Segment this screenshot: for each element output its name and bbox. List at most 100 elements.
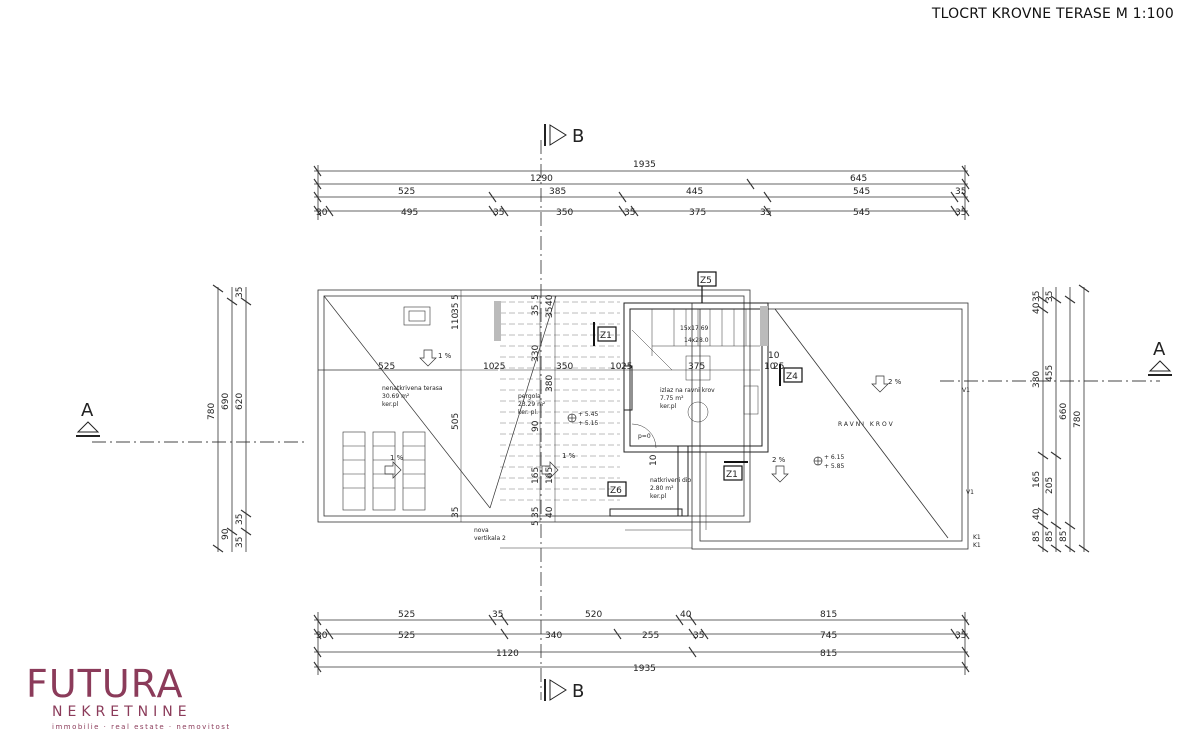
dim-top-1290: 1290 — [530, 174, 553, 184]
left-dimension-lines — [212, 284, 252, 553]
vertical-dimension-texts: 780 690 620 35 90 35 35 35 40 35 380 455… — [207, 287, 1083, 548]
dim-bot-1935: 1935 — [633, 664, 656, 674]
slope-roof: 2 % — [888, 378, 902, 386]
dim-right-40b: 40 — [1032, 508, 1042, 520]
pergola-area: 23.29 m² — [518, 401, 546, 408]
pergola-floor: ker. pl. — [518, 409, 538, 416]
dim-bot-815: 815 — [820, 610, 837, 620]
dim-right-165: 165 — [1032, 471, 1042, 488]
exit-floor: ker.pl — [660, 403, 677, 410]
dim-in-35b: 35 — [531, 305, 541, 316]
dim-in-375: 375 — [688, 362, 705, 372]
z-marker-texts: Z1 Z5 Z4 Z1 Z6 — [600, 276, 798, 496]
slope-arrows — [384, 349, 889, 483]
dim-in-110: 110 — [451, 313, 461, 330]
room-labels: nenatkrivena terasa 30.69 m² ker.pl perg… — [382, 325, 893, 542]
dim-top-35a: 35 — [493, 208, 504, 218]
section-a-right-letter: A — [1153, 339, 1166, 360]
dim-top-1935: 1935 — [633, 160, 656, 170]
dim-in-40: 40 — [545, 294, 555, 306]
exit-name: izlaz na ravni krov — [660, 387, 715, 394]
slope-pergola: 1 % — [562, 452, 576, 460]
slope-texts: 1 % 1 % 2 % 2 % 1 % — [390, 352, 902, 464]
dim-bot-30: 30 — [316, 631, 328, 641]
dim-left-35c: 35 — [235, 537, 245, 548]
deck-chairs — [342, 306, 431, 511]
dim-top-35c: 35 — [760, 208, 771, 218]
dim-in-10d: 10 — [768, 351, 780, 361]
dim-top-385: 385 — [549, 187, 566, 197]
vertical-label-2: vertikala 2 — [474, 535, 506, 542]
drawing-title: TLOCRT KROVNE TERASE M 1:100 — [931, 6, 1174, 22]
dim-top-495: 495 — [401, 208, 418, 218]
dim-right-85b: 85 — [1045, 531, 1055, 542]
level-pergola-top: + 5.45 — [578, 411, 598, 418]
dim-top-350: 350 — [556, 208, 573, 218]
slope-roof-bottom: 2 % — [772, 456, 786, 464]
dim-right-205: 205 — [1045, 477, 1055, 494]
section-b-top-letter: B — [572, 126, 584, 147]
dim-in-90: 90 — [531, 420, 541, 432]
dim-in-5: 5 — [451, 294, 461, 300]
dim-bot-35: 35 — [492, 610, 503, 620]
label-k1: K1 — [973, 534, 981, 541]
dim-left-35b: 35 — [235, 514, 245, 525]
dim-in-25c: 25 — [773, 362, 784, 372]
dim-in-35d: 35 — [451, 507, 461, 518]
dim-top-645: 645 — [850, 174, 867, 184]
dim-top-30: 30 — [316, 208, 328, 218]
marker-z4: Z4 — [786, 372, 798, 382]
dim-bot-745: 745 — [820, 631, 837, 641]
covered-floor: ker.pl — [650, 493, 667, 500]
pergola-slats — [500, 301, 620, 501]
label-v1-top: V1 — [962, 387, 970, 394]
logo-tagline: immobilie · real estate · nemovitost — [52, 723, 231, 731]
section-b-bottom-symbol — [544, 679, 567, 701]
dim-bot-520: 520 — [585, 610, 602, 620]
dim-in-330: 330 — [531, 345, 541, 362]
dim-in-10: 10 — [483, 362, 495, 372]
dim-in-10e: 10 — [649, 454, 659, 466]
section-a-right-symbol — [1148, 360, 1172, 376]
dim-top-545: 545 — [853, 187, 870, 197]
inner-dimension-lines — [318, 290, 760, 549]
dim-in-165b: 165 — [545, 467, 555, 484]
dimension-texts: 1935 1290 645 525 385 445 545 35 30 495 … — [316, 160, 966, 674]
dim-in-10c: 10 — [764, 362, 776, 372]
exit-walls — [609, 302, 769, 517]
dim-in-350: 350 — [556, 362, 573, 372]
bottom-dimension-lines — [313, 612, 970, 675]
logo-wordmark: FUTURA — [26, 662, 184, 706]
dim-left-620: 620 — [235, 393, 245, 410]
exit-walls-fill — [494, 301, 768, 346]
level-texts: + 5.45 + 5.15 + 6.15 + 5.85 p=0 V1 V1 K1… — [578, 387, 981, 549]
dim-in-10b: 10 — [610, 362, 622, 372]
terrace-area: 30.69 m² — [382, 393, 410, 400]
dim-in-35e: 35 — [531, 507, 541, 518]
level-pergola-bottom: + 5.15 — [578, 420, 598, 427]
dim-bot-1120: 1120 — [496, 649, 519, 659]
dim-right-85c: 85 — [1059, 531, 1069, 542]
level-p0: p=0 — [638, 433, 651, 440]
section-b-bottom-letter: B — [572, 681, 584, 702]
terrace-floor: ker.pl — [382, 401, 399, 408]
level-roof-bottom: + 5.85 — [824, 463, 844, 470]
dim-right-85: 85 — [1032, 531, 1042, 542]
z-marker-boxes — [593, 271, 803, 497]
level-roof-top: + 6.15 — [824, 454, 844, 461]
section-a-left-symbol — [76, 421, 100, 437]
dim-right-380: 380 — [1032, 371, 1042, 388]
label-v1-bottom: V1 — [966, 489, 974, 496]
level-symbols — [567, 413, 823, 466]
dim-top-35b: 35 — [624, 208, 635, 218]
dim-in-35c: 35 — [545, 307, 555, 318]
dim-in-380: 380 — [545, 375, 555, 392]
dim-right-780: 780 — [1073, 411, 1083, 428]
dim-bot-340: 340 — [545, 631, 562, 641]
marker-z5: Z5 — [700, 276, 712, 286]
dim-left-780: 780 — [207, 403, 217, 420]
exit-area: 7.75 m² — [660, 395, 684, 402]
slope-terrace-top: 1 % — [438, 352, 452, 360]
dim-bot-815b: 815 — [820, 649, 837, 659]
dim-left-690: 690 — [221, 393, 231, 410]
